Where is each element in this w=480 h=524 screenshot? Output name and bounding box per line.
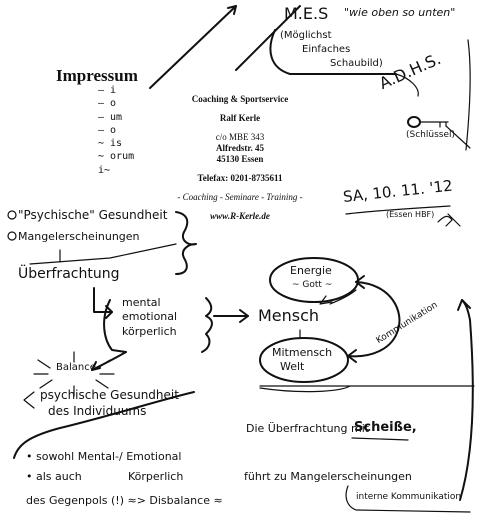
person-name: Ralf Kerle <box>219 113 261 123</box>
subtitle-bracket <box>269 29 397 75</box>
individuum-label: des Individuums <box>48 404 147 418</box>
impressum-list-item: — i <box>98 85 117 96</box>
key-icon <box>407 116 421 128</box>
mes-motto: "wie oben so unten" <box>344 6 456 19</box>
energie-line-2: ~ Gott ~ <box>292 280 333 290</box>
subtitle-line-2: Einfaches <box>302 44 351 55</box>
kommunikation-loop <box>347 281 401 358</box>
note-bullet-2a: • als auch <box>26 470 82 483</box>
date-place: (Essen HBF) <box>386 210 435 219</box>
mitmensch-line-2: Welt <box>280 360 305 373</box>
psych-health-label: "Psychische" Gesundheit <box>18 208 168 222</box>
top-diagonal-arrow <box>149 5 237 89</box>
ueber-label: Überfrachtung <box>18 266 120 282</box>
mitmensch-circle <box>259 337 349 383</box>
subtitle-line-1: (Möglichst <box>280 30 332 41</box>
mitmensch-line-1: Mitmensch <box>272 346 333 359</box>
balance-burst <box>33 351 115 397</box>
website-link[interactable]: www.R-Kerle.de <box>210 211 270 221</box>
right-side-arrow <box>459 299 474 501</box>
services-line: - Coaching - Seminare - Training - <box>177 192 303 202</box>
subtitle-line-3: Schaubild) <box>330 58 383 69</box>
lower-big-arc <box>13 391 195 459</box>
mental-bracket-left <box>103 299 127 353</box>
interne-label: interne Kommunikation <box>356 492 462 502</box>
note-bullet-2c: führt zu Mangelerscheinungen <box>244 470 412 483</box>
impressum-list: — i — o — um — o ∼ is ∼ orum i∼ <box>98 84 134 177</box>
mental-bracket-right <box>201 297 213 353</box>
impressum-list-item: ∼ orum <box>98 151 135 163</box>
impressum-list-item: i∼ <box>98 164 111 176</box>
note-line-1: Die Überfrachtung mit <box>246 422 370 435</box>
address-line: 45130 Essen <box>216 154 264 164</box>
company-name: Coaching & Sportservice <box>191 94 289 104</box>
mes-diagonal-line <box>235 5 301 71</box>
psych-brace <box>175 211 197 275</box>
mensch-label: Mensch <box>258 306 320 325</box>
address-line: Alfredstr. 45 <box>216 143 264 153</box>
impressum-list-item: — o <box>98 98 117 110</box>
mental-line-3: körperlich <box>122 325 177 338</box>
schluessel-label: (Schlüssel) <box>406 130 456 140</box>
mangel-label: Mangelerscheinungen <box>18 230 140 243</box>
impressum-list-item: — o <box>98 124 117 136</box>
energie-line-1: Energie <box>290 264 332 277</box>
mes-label: M.E.S <box>284 4 329 23</box>
note-bullet-1: • sowohl Mental-/ Emotional <box>26 450 182 463</box>
note-scheisse: Scheiße, <box>354 420 417 435</box>
impressum-title: Impressum <box>56 66 138 85</box>
note-line-4: des Gegenpols (!) ≈> Disbalance ≈ <box>26 494 223 507</box>
mental-line-2: emotional <box>122 310 178 323</box>
impressum-list-item: — um <box>98 111 123 123</box>
address-line: c/o MBE 343 <box>215 132 265 142</box>
phone-line: Telefax: 0201-8735611 <box>197 173 283 183</box>
note-bullet-2b: Körperlich <box>128 470 184 483</box>
impressum-contact: Coaching & Sportservice Ralf Kerle c/o M… <box>160 94 320 222</box>
psych-gesund-label: psychische Gesundheit <box>40 388 179 402</box>
signature-mark <box>437 213 461 227</box>
impressum-list-item: ∼ is <box>98 138 123 150</box>
balance-label: Balance <box>56 362 96 373</box>
mental-line-1: mental <box>122 296 161 309</box>
